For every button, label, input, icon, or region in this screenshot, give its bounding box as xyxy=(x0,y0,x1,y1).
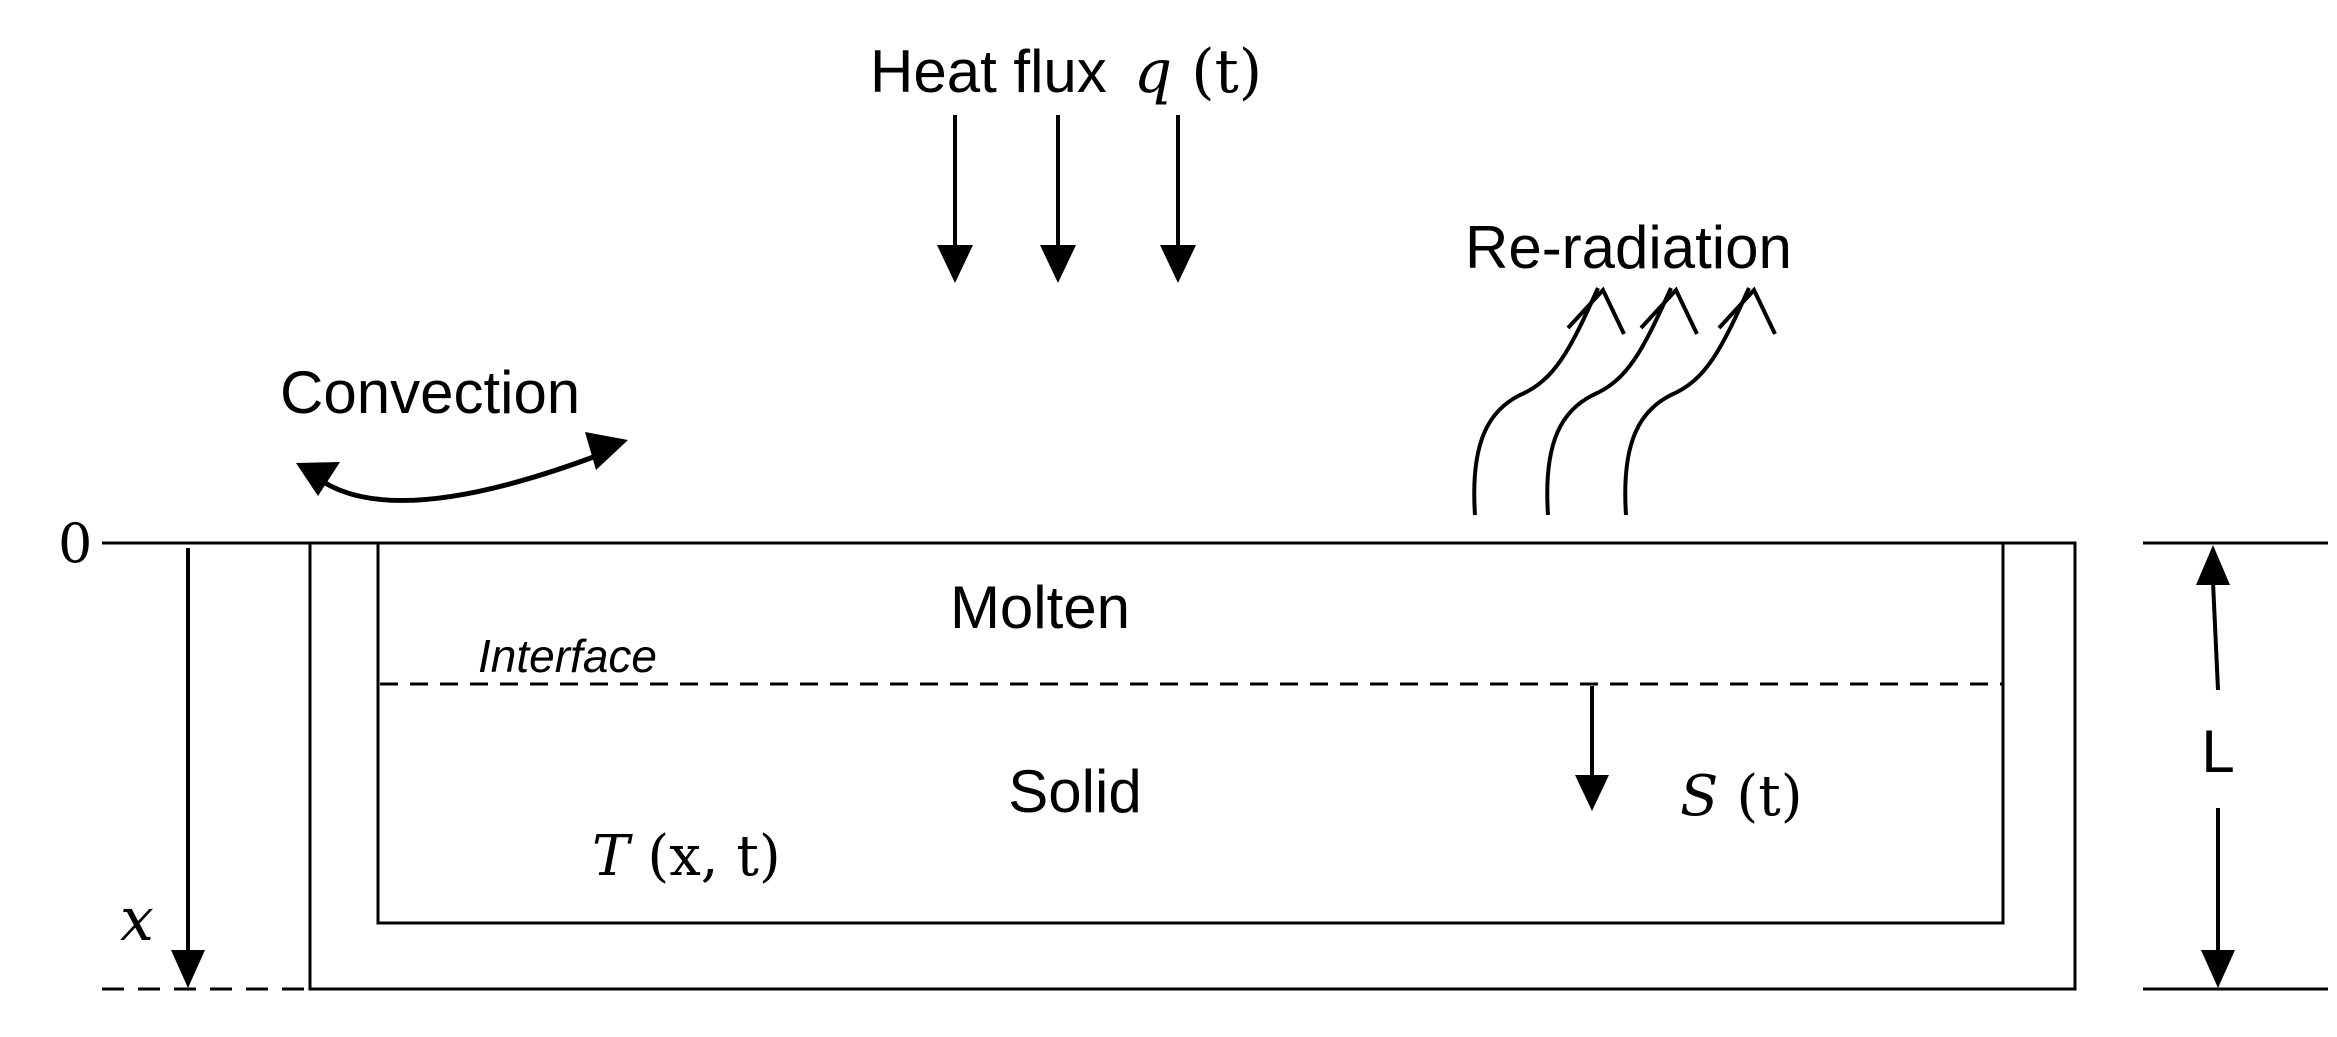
thickness-arrowhead-up xyxy=(2196,545,2230,585)
interface-label: Interface xyxy=(478,630,657,682)
thickness-arrowhead-down xyxy=(2201,950,2235,988)
thickness-arrow-upper-shaft xyxy=(2211,581,2220,691)
depth-symbol: x xyxy=(120,885,154,955)
convection-arrowhead-left xyxy=(296,462,340,496)
solid-label: Solid xyxy=(1008,758,1141,825)
re-radiation-arrowhead-2 xyxy=(1639,286,1699,335)
re-radiation-arrows xyxy=(1472,286,1777,516)
temperature-label: T (x, t) xyxy=(592,824,781,889)
depth-axis-arrowhead xyxy=(171,950,205,988)
re-radiation-label: Re-radiation xyxy=(1465,214,1792,281)
heat-flux-arrowhead-3 xyxy=(1160,245,1196,283)
convection-arrow xyxy=(296,432,628,503)
origin-label: 0 xyxy=(58,512,92,575)
molten-label: Molten xyxy=(950,574,1130,641)
convection-label: Convection xyxy=(280,359,580,426)
front-arrow xyxy=(1575,686,1609,811)
heat-flux-arrows xyxy=(937,115,1196,283)
convection-arrowhead-right xyxy=(585,432,628,470)
heat-flux-arrowhead-2 xyxy=(1040,245,1076,283)
re-radiation-wave-2 xyxy=(1545,287,1673,516)
heat-flux-label: Heat flux q (t) xyxy=(870,37,1262,107)
depth-axis xyxy=(171,548,205,988)
re-radiation-arrowhead-1 xyxy=(1566,286,1626,335)
heat-flux-arrowhead-1 xyxy=(937,245,973,283)
re-radiation-wave-3 xyxy=(1623,287,1751,516)
front-arrowhead xyxy=(1575,775,1609,811)
re-radiation-wave-1 xyxy=(1472,287,1600,516)
convection-curve xyxy=(306,447,613,503)
thickness-arrow xyxy=(2196,545,2235,988)
container-inner xyxy=(376,541,2005,925)
thickness-label: L xyxy=(2201,718,2234,785)
front-position-label: S (t) xyxy=(1680,764,1803,829)
re-radiation-arrowhead-3 xyxy=(1717,286,1777,335)
